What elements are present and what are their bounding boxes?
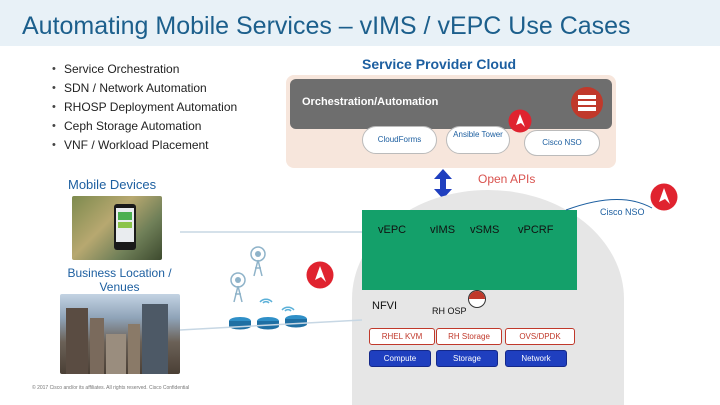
vnf-label: vEPC: [378, 224, 407, 236]
wifi-access-point-icon: [281, 306, 295, 312]
openstack-logo-icon: [468, 290, 486, 308]
wifi-access-point-icon: [230, 272, 246, 303]
cisco-nso-label: Cisco NSO: [542, 138, 582, 147]
server-icon: [571, 87, 603, 119]
mobile-devices-label: Mobile Devices: [68, 177, 157, 192]
orchestration-label: Orchestration/Automation: [302, 96, 439, 108]
bullet-list: Service Orchestration SDN / Network Auto…: [52, 60, 237, 155]
rhel-kvm-box: RHEL KVM: [369, 328, 435, 345]
rh-osp-label: RH OSP: [432, 306, 467, 316]
wifi-access-point-icon: [259, 298, 273, 304]
vnf-label: vPCRF: [518, 224, 554, 236]
bullet-item: RHOSP Deployment Automation: [52, 98, 237, 117]
rhel-kvm-label: RHEL KVM: [381, 332, 423, 341]
title-bar: [0, 0, 720, 46]
ansible-logo-icon: [508, 109, 532, 133]
footer: © 2017 Cisco and/or its affiliates. All …: [32, 385, 190, 391]
nfvi-label: NFVI: [372, 300, 398, 312]
vnf-label: vIMS: [430, 224, 456, 236]
bullet-item: SDN / Network Automation: [52, 79, 237, 98]
cisco-nso-box: Cisco NSO: [524, 130, 600, 156]
compute-box: Compute: [369, 350, 431, 367]
orchestration-box: [290, 79, 612, 129]
ansible-logo-icon: [650, 183, 678, 211]
cloud-title: Service Provider Cloud: [362, 56, 517, 72]
bullet-item: VNF / Workload Placement: [52, 136, 237, 155]
cloudforms-label: CloudForms: [377, 135, 422, 144]
rh-storage-label: RH Storage: [448, 332, 490, 341]
storage-box: Storage: [436, 350, 498, 367]
vnf-panel: [362, 210, 577, 290]
double-arrow-icon: [434, 169, 452, 199]
city-photo: [60, 294, 180, 374]
network-label: Network: [521, 354, 551, 363]
rh-storage-box: RH Storage: [436, 328, 502, 345]
bullet-item: Service Orchestration: [52, 60, 237, 79]
ansible-tower-label: Ansible Tower: [453, 130, 503, 139]
cisco-nso-label: Cisco NSO: [600, 207, 645, 217]
page-title: Automating Mobile Services – vIMS / vEPC…: [22, 12, 631, 40]
network-box: Network: [505, 350, 567, 367]
cloudforms-box: CloudForms: [362, 126, 437, 154]
ansible-tower-box: Ansible Tower: [446, 126, 510, 154]
compute-label: Compute: [383, 354, 417, 363]
bullet-item: Ceph Storage Automation: [52, 117, 237, 136]
open-apis-label: Open APIs: [478, 172, 536, 186]
vnf-label: vSMS: [470, 224, 500, 236]
ovs-dpdk-label: OVS/DPDK: [519, 332, 561, 341]
wifi-access-point-icon: [250, 246, 266, 277]
ovs-dpdk-box: OVS/DPDK: [505, 328, 575, 345]
phone-photo: [72, 196, 162, 260]
storage-label: Storage: [452, 354, 482, 363]
ansible-logo-icon: [306, 261, 334, 289]
business-location-label: Business Location / Venues: [67, 266, 172, 294]
